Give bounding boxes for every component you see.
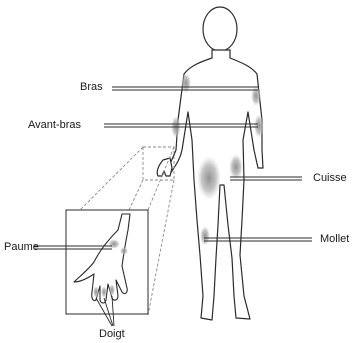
label-paume: Paume [4, 242, 39, 253]
spot-doigt-3 [109, 284, 115, 296]
label-avant-bras: Avant-bras [28, 120, 81, 131]
label-mollet: Mollet [320, 234, 349, 245]
spot-cuisse-right [229, 154, 243, 180]
spot-paume-1 [108, 239, 120, 249]
spot-doigt-1 [93, 286, 99, 298]
spot-mollet [200, 226, 210, 246]
spot-bras-right [251, 86, 261, 106]
head-shape [203, 7, 237, 51]
label-doigt: Doigt [99, 329, 125, 340]
spot-paume-2 [120, 247, 128, 255]
spot-cuisse-left [197, 156, 221, 200]
label-cuisse: Cuisse [313, 173, 347, 184]
label-bras: Bras [80, 82, 103, 93]
spot-avant-bras-right [254, 114, 264, 138]
small-hand-shape [157, 158, 172, 176]
spot-doigt-2 [101, 286, 107, 298]
